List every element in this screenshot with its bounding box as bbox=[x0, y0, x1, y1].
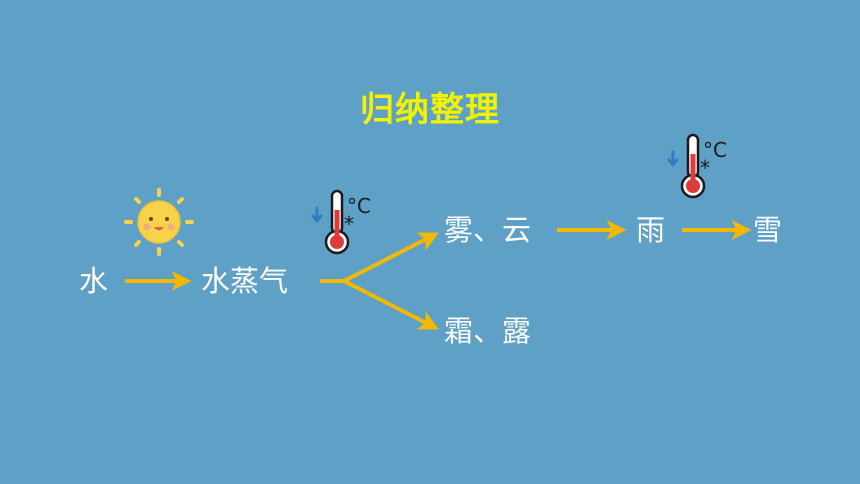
thermometer-unit-label: °C bbox=[347, 194, 371, 218]
node-water: 水 bbox=[79, 264, 109, 298]
node-rain: 雨 bbox=[636, 213, 666, 247]
slide-title: 归纳整理 bbox=[360, 90, 500, 130]
node-snow: 雪 bbox=[753, 213, 783, 247]
thermometer-cold-icon: °C * bbox=[311, 189, 371, 255]
thermometer-cold-icon: °C * bbox=[667, 133, 727, 199]
node-frost-dew: 霜、露 bbox=[444, 314, 532, 348]
thermometer-unit-label: °C bbox=[703, 138, 727, 162]
node-fog-cloud: 雾、云 bbox=[444, 213, 532, 247]
svg-text:*: * bbox=[700, 156, 710, 180]
sun-icon bbox=[124, 188, 194, 256]
arrow-vapor-to-fog bbox=[320, 232, 439, 283]
node-water-vapor: 水蒸气 bbox=[201, 264, 289, 298]
svg-text:*: * bbox=[344, 212, 354, 236]
arrow-vapor-to-frost bbox=[343, 279, 439, 330]
